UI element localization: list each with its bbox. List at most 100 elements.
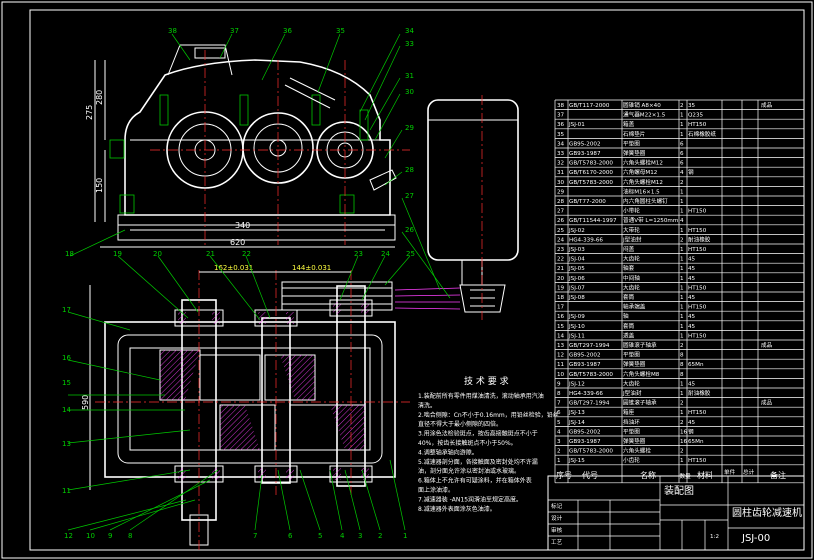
bom-name: 通气器M22×1.5 — [623, 111, 666, 119]
bom-name: 圆锥销 A8×40 — [623, 101, 661, 109]
bom-qty: 2 — [680, 401, 684, 407]
bom-note: 成品 — [761, 341, 773, 349]
bom-name: 弹簧垫圈 — [623, 149, 646, 157]
bom-header-name: 名称 — [640, 470, 656, 480]
bom-no: 33 — [557, 151, 565, 157]
bom-no: 15 — [557, 324, 565, 330]
bom-code: GB95-2002 — [569, 429, 601, 435]
bom-no: 24 — [557, 237, 565, 243]
bom-name: 闷盖 — [623, 245, 635, 253]
bom-qty: 8 — [680, 362, 684, 368]
tech-line: 面上涂油漆。 — [418, 486, 454, 494]
bom-qty: 16 — [680, 439, 688, 445]
bom-qty: 2 — [680, 237, 684, 243]
svg-text:25: 25 — [406, 250, 415, 258]
bom-qty: 1 — [680, 381, 684, 387]
bom-mat: 耐油橡胶 — [688, 389, 711, 397]
bom-name: 挡油环 — [623, 418, 640, 426]
dim-275: 275 — [85, 105, 94, 120]
svg-text:12: 12 — [64, 532, 73, 540]
motor — [394, 95, 519, 320]
bom-mat: HT150 — [688, 410, 707, 416]
bom-name: 轴 — [623, 312, 629, 320]
bom-header-total: 总计 — [743, 468, 755, 476]
bom-qty: 16 — [680, 429, 688, 435]
bom-no: 35 — [557, 132, 565, 138]
svg-text:16: 16 — [62, 354, 71, 362]
svg-text:11: 11 — [62, 487, 71, 495]
bom-code: JSJ-08 — [568, 295, 585, 301]
bom-qty: 2 — [680, 103, 684, 109]
bom-name: 轴承端盖 — [623, 303, 646, 311]
bom-qty: 1 — [680, 305, 684, 311]
bom-name: 六角头螺栓M12 — [623, 178, 663, 186]
bom-name: 油标M16×1.5 — [623, 187, 660, 195]
bom-qty: 1 — [680, 113, 684, 119]
svg-text:20: 20 — [153, 250, 162, 258]
tech-line: 清洗。 — [418, 401, 436, 409]
bom-no: 18 — [557, 295, 565, 301]
bom-code: GB/T11544-1997 — [569, 218, 617, 224]
bom-name: 平垫圈 — [623, 139, 640, 147]
bom-header-no: 序号 — [556, 470, 572, 480]
bom-code: GB93-1987 — [569, 362, 601, 368]
bom-qty: 1 — [680, 247, 684, 253]
bom-qty: 1 — [680, 199, 684, 205]
bom-code: GB93-1987 — [569, 439, 601, 445]
bom-mat: 65Mn — [688, 362, 704, 368]
bom-mat: 45 — [688, 266, 696, 272]
bom-qty: 1 — [680, 458, 684, 464]
bom-name: 套筒 — [623, 322, 635, 330]
bom-no: 14 — [557, 333, 565, 339]
bom-qty: 4 — [680, 170, 684, 176]
svg-text:9: 9 — [108, 532, 112, 540]
bom-code: JSJ-05 — [568, 266, 585, 272]
bom-name: 大齿轮 — [623, 255, 640, 263]
bom-mat: 45 — [688, 257, 696, 263]
bom-code: JSJ-03 — [568, 247, 585, 253]
bom-mat: 耐油橡胶 — [688, 235, 711, 243]
bom-mat: 石棉橡胶纸 — [688, 130, 716, 138]
bom-no: 32 — [557, 161, 564, 167]
bom-header-code: 代号 — [582, 470, 598, 480]
bom-code: HG4-339-66 — [569, 391, 603, 397]
svg-text:29: 29 — [405, 124, 414, 132]
svg-text:28: 28 — [405, 166, 414, 174]
scale: 1:2 — [710, 534, 719, 540]
svg-text:14: 14 — [62, 406, 71, 414]
bom-code: JSJ-12 — [568, 381, 585, 387]
bom-name: 六角螺母M12 — [623, 168, 657, 176]
drawing-number: JSJ-00 — [741, 533, 770, 544]
bom-no: 12 — [557, 353, 564, 359]
bom-no: 25 — [557, 228, 565, 234]
tech-line: 7.减速器装 -AN15润滑油至规定高度。 — [418, 495, 522, 503]
svg-text:18: 18 — [65, 250, 74, 258]
bom-code: JSJ-02 — [568, 228, 585, 234]
bom-no: 30 — [557, 180, 565, 186]
tech-line: 1.装配前所有零件用煤油清洗，滚动轴承用汽油 — [418, 392, 544, 400]
bom-qty: 6 — [680, 161, 684, 167]
svg-text:1: 1 — [403, 532, 407, 540]
bom-qty: 1 — [680, 276, 684, 282]
svg-text:21: 21 — [206, 250, 215, 258]
bom-name: 六角头螺栓M8 — [623, 370, 660, 378]
bom-no: 2 — [557, 449, 561, 455]
tech-line: 直径不得大于最小侧隙的四倍。 — [418, 420, 502, 428]
bom-mat: HT150 — [688, 285, 707, 291]
bom-header-mat: 材料 — [697, 470, 713, 480]
bom-code: GB/T297-1994 — [569, 343, 610, 349]
tech-line: 6.箱体上不允许有可疑涂料，并在箱体外表 — [418, 477, 532, 485]
bom-qty: 1 — [680, 257, 684, 263]
bom-header-unit: 单件 — [724, 468, 736, 476]
svg-text:审核: 审核 — [551, 526, 563, 534]
bom-no: 17 — [557, 305, 565, 311]
tech-line: 4.调整轴承轴向游隙。 — [418, 448, 478, 456]
bom-note: 成品 — [761, 399, 773, 407]
bom-no: 34 — [557, 141, 565, 147]
bom-mat: HT150 — [688, 333, 707, 339]
bom-no: 27 — [557, 209, 565, 215]
tech-line: 2.啮合侧隙：Cn不小于0.16mm，用铅丝检验，铅丝 — [418, 411, 559, 419]
bom-name: 箱盖 — [623, 120, 635, 128]
bom-no: 23 — [557, 247, 565, 253]
